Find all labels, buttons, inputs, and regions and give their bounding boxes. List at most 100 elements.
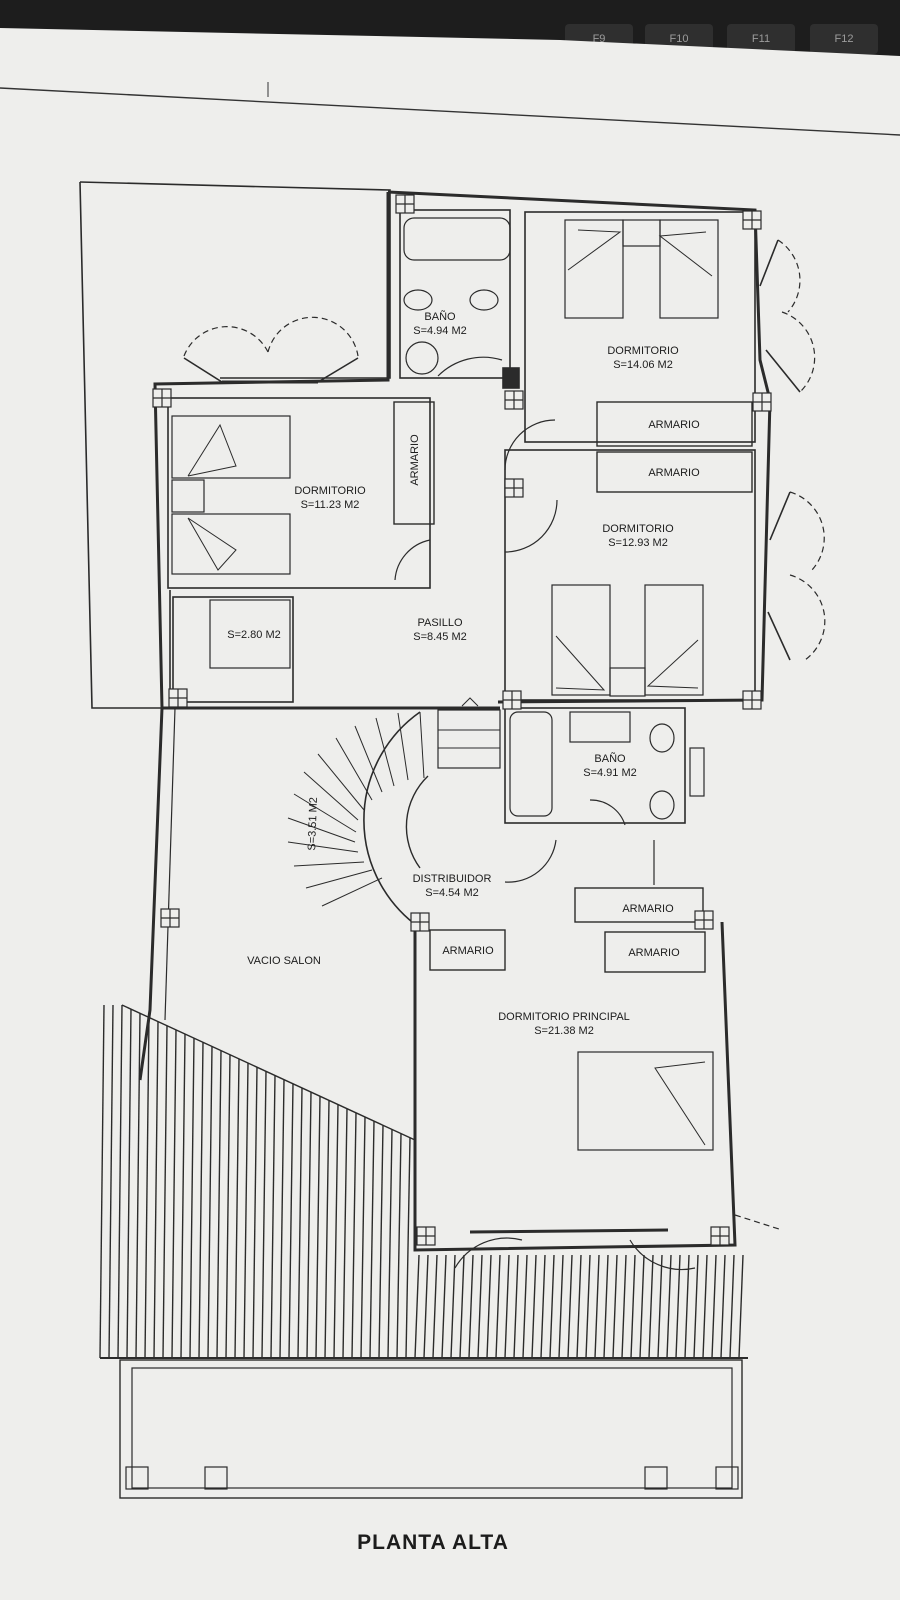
bidet-top bbox=[469, 289, 499, 311]
window-arc-left-2 bbox=[267, 316, 359, 357]
vacio-left-wall bbox=[138, 707, 164, 1081]
area-bano-mid: S=4.91 M2 bbox=[583, 767, 637, 779]
bed-top-right-1-fold bbox=[567, 229, 622, 271]
bed-left-1-fold bbox=[187, 423, 237, 477]
window-sash-right-1 bbox=[759, 239, 779, 287]
shaft-block bbox=[502, 367, 520, 389]
window-sash-right-4 bbox=[767, 611, 791, 661]
roof-hatching bbox=[99, 1004, 748, 1359]
armario-principal-right-1-box bbox=[574, 887, 704, 923]
bano-top-walls bbox=[399, 209, 511, 379]
bathtub-mid bbox=[509, 711, 553, 817]
bed-top-right-2-fold bbox=[658, 231, 713, 277]
armario-principal-right-2-box bbox=[604, 931, 706, 973]
upper-exterior-wall-left bbox=[153, 192, 500, 710]
label-bano-mid: BAÑO bbox=[594, 752, 626, 765]
plan-drawing bbox=[79, 181, 826, 1499]
area-dorm-principal: S=21.38 M2 bbox=[534, 1025, 594, 1037]
room-labels: BAÑO S=4.94 M2 DORMITORIO S=14.06 M2 DOR… bbox=[227, 310, 700, 1554]
nightstand-left bbox=[171, 479, 205, 513]
terrace-outline-left bbox=[79, 181, 168, 709]
area-closet-small: S=2.80 M2 bbox=[227, 629, 281, 641]
armario-mid-right-box bbox=[596, 451, 753, 493]
vacio-left-wall-inner bbox=[164, 707, 176, 1021]
key-f12: F12 bbox=[810, 24, 878, 54]
toilet-top bbox=[403, 289, 433, 311]
door-arc-distribuidor bbox=[504, 839, 557, 883]
window-arc-left-1 bbox=[183, 326, 269, 357]
bed-mid-right-1-fold bbox=[555, 635, 606, 691]
bed-principal-fold bbox=[654, 1061, 706, 1146]
bathtub-top bbox=[403, 217, 511, 261]
window-arc-right-4 bbox=[789, 574, 826, 661]
stair-outer-arc bbox=[363, 711, 421, 929]
area-pasillo: S=8.45 M2 bbox=[413, 631, 467, 643]
sink-top bbox=[405, 341, 439, 375]
stair-straight-run bbox=[437, 709, 501, 769]
label-dorm-principal: DORMITORIO PRINCIPAL bbox=[498, 1011, 630, 1023]
door-arc-dorm-left bbox=[394, 539, 431, 581]
label-armario-principal-right-1: ARMARIO bbox=[622, 903, 674, 915]
stair-arrow bbox=[461, 697, 479, 707]
label-distribuidor: DISTRIBUIDOR bbox=[413, 873, 492, 885]
bed-top-right-1 bbox=[564, 219, 624, 319]
window-sash-right-2 bbox=[765, 349, 801, 393]
window-sash-left-1 bbox=[183, 357, 223, 383]
label-pasillo: PASILLO bbox=[417, 617, 462, 629]
bed-left-1 bbox=[171, 415, 291, 479]
armario-principal-left-box bbox=[429, 929, 506, 971]
label-armario-principal-right-2: ARMARIO bbox=[628, 947, 680, 959]
door-arc-dorm-mid-right bbox=[504, 499, 558, 553]
area-stair: S=3.51 M2 bbox=[306, 797, 320, 851]
terrace-outline-top bbox=[79, 181, 391, 379]
closet-small-inner bbox=[209, 599, 291, 669]
bed-mid-right-1 bbox=[551, 584, 611, 696]
nightstand-mid-right bbox=[609, 667, 646, 697]
label-bano-top: BAÑO bbox=[424, 310, 456, 323]
label-armario-left: ARMARIO bbox=[409, 434, 421, 486]
door-arc-principal-1 bbox=[454, 1237, 523, 1269]
bano-mid-walls bbox=[504, 707, 686, 824]
armario-top-right-box bbox=[596, 401, 753, 447]
bed-top-right-2 bbox=[659, 219, 719, 319]
door-arc-principal-2 bbox=[629, 1239, 696, 1271]
bed-mid-right-2 bbox=[644, 584, 704, 696]
paper-background bbox=[0, 28, 900, 1600]
door-arc-bano-top bbox=[437, 356, 503, 377]
label-dorm-left: DORMITORIO bbox=[294, 485, 366, 497]
dorm-left-walls bbox=[167, 397, 431, 589]
nightstand-top-right bbox=[622, 219, 661, 247]
door-arc-dorm-top-right bbox=[504, 419, 556, 471]
label-vacio-salon: VACIO SALON bbox=[247, 955, 321, 967]
bed-mid-right-2-fold bbox=[646, 639, 699, 689]
label-dorm-mid-right: DORMITORIO bbox=[602, 523, 674, 535]
closet-small-walls bbox=[172, 596, 294, 703]
area-dorm-mid-right: S=12.93 M2 bbox=[608, 537, 668, 549]
terrace-inner bbox=[131, 1367, 733, 1489]
plan-title: PLANTA ALTA bbox=[357, 1531, 509, 1554]
area-dorm-top-right: S=14.06 M2 bbox=[613, 359, 673, 371]
bed-left-2 bbox=[171, 513, 291, 575]
bidet-mid bbox=[649, 790, 675, 820]
label-armario-mid-right: ARMARIO bbox=[648, 467, 700, 479]
column-markers bbox=[152, 194, 772, 1246]
terrace-dash bbox=[734, 1214, 783, 1231]
window-sash-right-3 bbox=[769, 491, 791, 541]
roof-slope-edge bbox=[121, 1004, 416, 1141]
principal-walls bbox=[413, 921, 737, 1252]
window-arc-right-2 bbox=[781, 311, 816, 393]
window-arc-right-3 bbox=[789, 491, 825, 571]
dorm-top-right-walls bbox=[524, 211, 756, 443]
bed-left-2-fold bbox=[187, 517, 237, 571]
stair-steps bbox=[287, 711, 425, 907]
sheet-border-line bbox=[0, 87, 900, 136]
area-dorm-left: S=11.23 M2 bbox=[301, 499, 360, 511]
window-bano-mid bbox=[689, 747, 705, 797]
door-arc-bano-mid bbox=[589, 799, 626, 826]
bed-principal bbox=[577, 1051, 714, 1151]
area-bano-top: S=4.94 M2 bbox=[413, 325, 467, 337]
armario-left-box bbox=[393, 401, 435, 525]
vanity-mid bbox=[569, 711, 631, 743]
terrace-outline bbox=[119, 1359, 743, 1499]
